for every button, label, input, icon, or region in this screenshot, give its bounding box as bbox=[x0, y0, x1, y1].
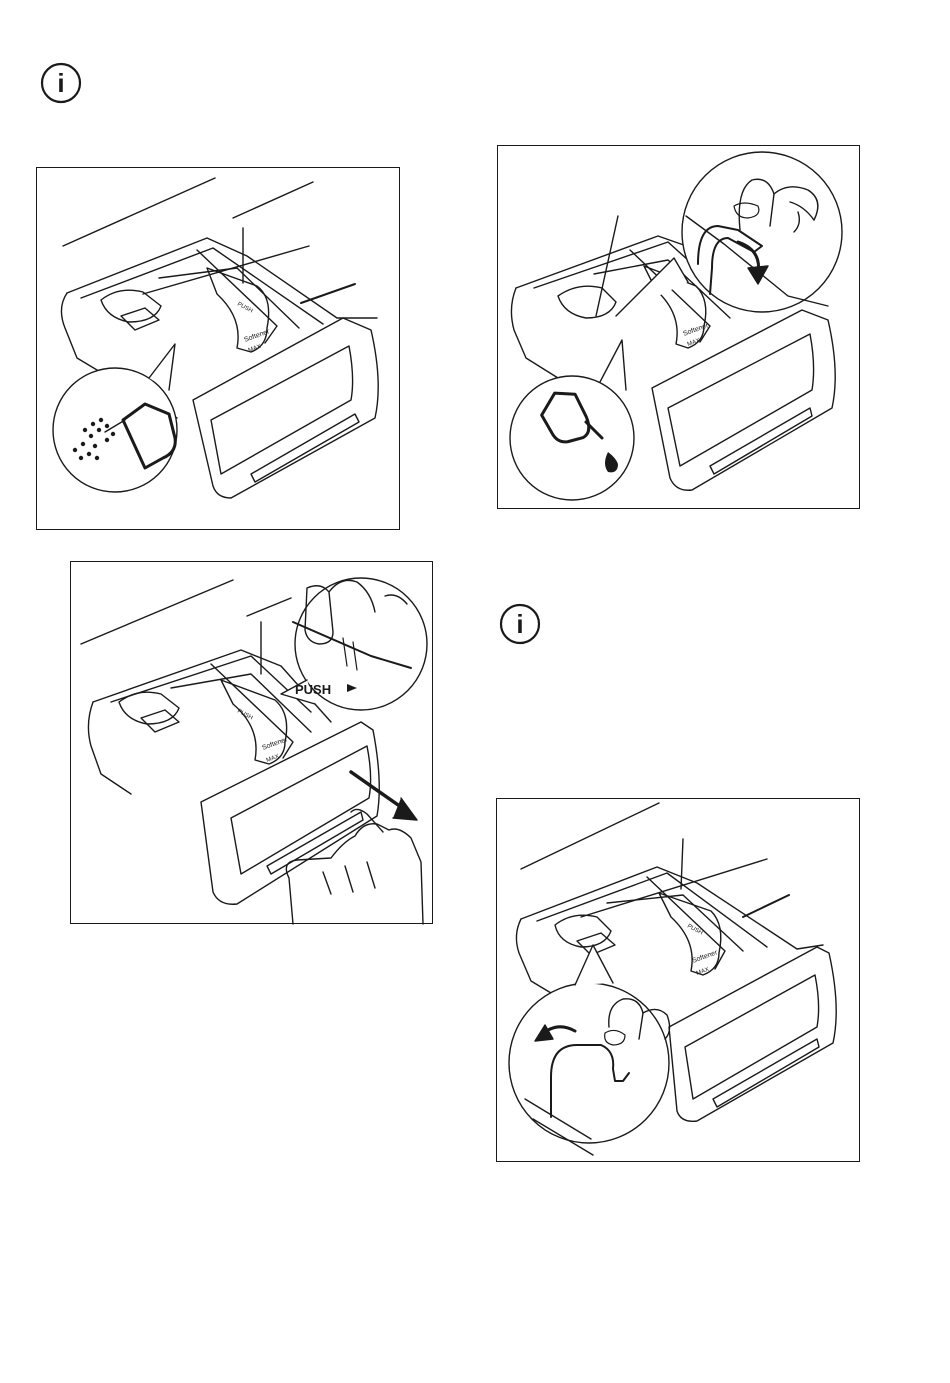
push-callout-label: PUSH bbox=[295, 682, 331, 697]
svg-text:i: i bbox=[516, 609, 523, 639]
svg-text:MAX: MAX bbox=[248, 344, 262, 354]
svg-text:Softener: Softener bbox=[691, 949, 719, 965]
figure-detergent-powder: PUSH Softener MAX bbox=[36, 167, 400, 530]
svg-text:Softener: Softener bbox=[261, 736, 289, 752]
svg-text:PUSH: PUSH bbox=[236, 301, 254, 314]
svg-text:MAX: MAX bbox=[687, 338, 701, 348]
svg-text:Softener: Softener bbox=[682, 322, 710, 338]
info-icon: i bbox=[40, 62, 82, 104]
svg-text:i: i bbox=[57, 68, 64, 98]
info-icon: i bbox=[499, 603, 541, 645]
figure-flap-position: PUSH Softener MAX bbox=[496, 798, 860, 1162]
svg-text:Softener: Softener bbox=[243, 328, 271, 344]
figure-liquid-detergent: Softener MAX bbox=[497, 145, 860, 509]
figure-remove-drawer: PUSH Softener MAX PUSH bbox=[70, 561, 433, 924]
svg-text:PUSH: PUSH bbox=[686, 923, 704, 936]
svg-text:PUSH: PUSH bbox=[236, 708, 254, 721]
